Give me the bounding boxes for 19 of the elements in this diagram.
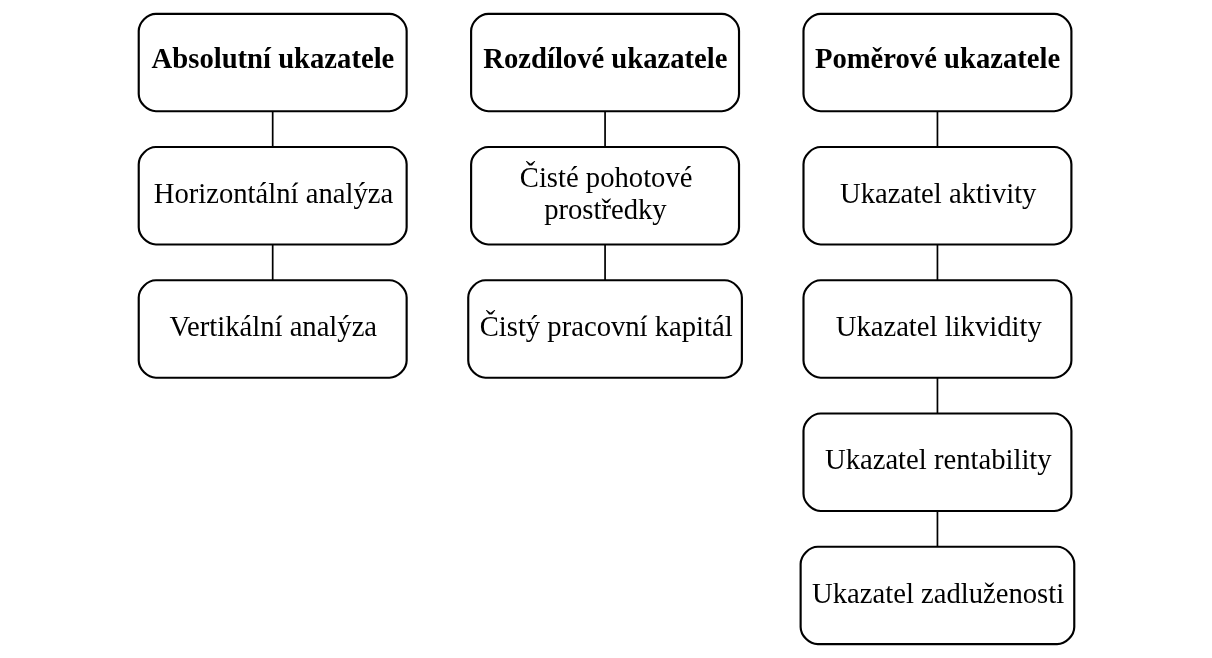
connector bbox=[936, 243, 938, 281]
node-box: Čistý pracovní kapitál bbox=[466, 279, 743, 379]
connector bbox=[936, 510, 938, 548]
connector bbox=[603, 243, 606, 281]
node-box: Vertikální analýza bbox=[137, 279, 408, 379]
connector bbox=[271, 110, 274, 148]
node-box: Ukazatel likvidity bbox=[801, 279, 1072, 379]
connector bbox=[271, 243, 274, 281]
node-box: Ukazatel rentability bbox=[801, 412, 1072, 513]
node-box: Absolutní ukazatele bbox=[137, 12, 408, 113]
node-box: Poměrové ukazatele bbox=[801, 12, 1072, 113]
node-box: Horizontální analýza bbox=[137, 145, 408, 246]
node-box: Ukazatel aktivity bbox=[801, 145, 1072, 246]
node-box: Ukazatel zadluženosti bbox=[799, 545, 1075, 646]
connector bbox=[936, 377, 938, 415]
connector bbox=[936, 110, 938, 148]
node-box: Rozdílové ukazatele bbox=[469, 12, 740, 113]
node-box: Čisté pohotové prostředky bbox=[469, 145, 740, 246]
connector bbox=[603, 110, 606, 148]
